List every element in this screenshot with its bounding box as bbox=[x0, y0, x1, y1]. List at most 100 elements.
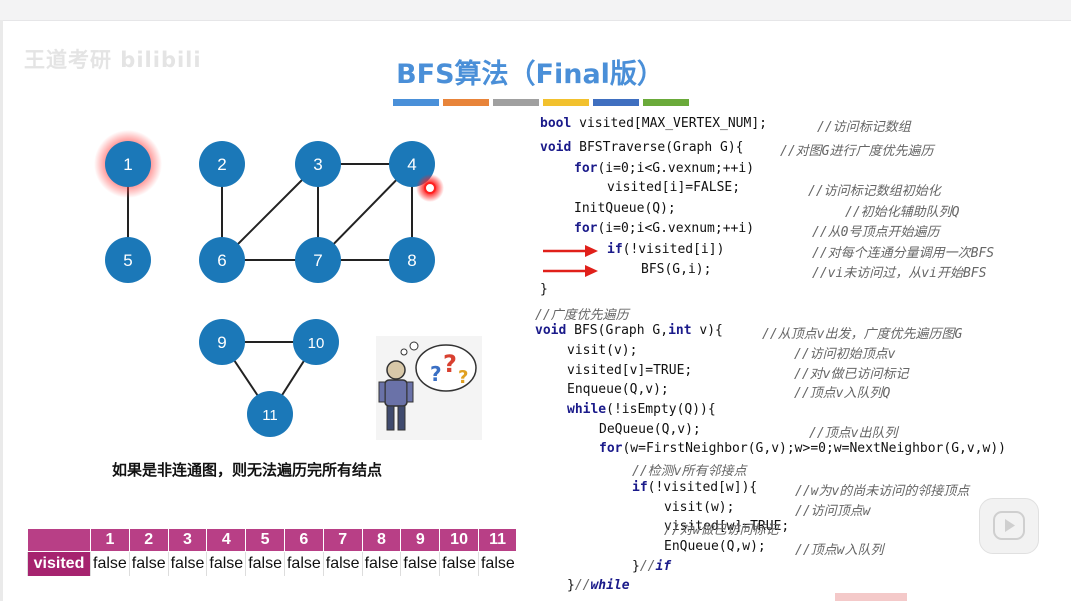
node-circle bbox=[389, 141, 435, 187]
visited-value-9: false bbox=[400, 551, 440, 576]
code-comment: //顶点w入队列 bbox=[795, 543, 884, 558]
node-label: 7 bbox=[313, 251, 322, 270]
code-comment: //vi未访问过，从vi开始BFS bbox=[812, 266, 987, 281]
visited-table-corner bbox=[27, 528, 91, 552]
visited-index-9: 9 bbox=[400, 528, 441, 552]
node-label: 3 bbox=[313, 155, 322, 174]
code-line: for(w=FirstNeighbor(G,v);w>=0;w=NextNeig… bbox=[599, 441, 1006, 456]
arrow-bfs-right-icon bbox=[585, 265, 598, 277]
graph-edges bbox=[127, 163, 413, 415]
node-9: 9 bbox=[199, 319, 245, 365]
visited-value-1: false bbox=[90, 551, 130, 576]
node-10: 10 bbox=[293, 319, 339, 365]
visited-index-5: 5 bbox=[245, 528, 285, 552]
node-circle bbox=[295, 237, 341, 283]
watermark: 王道考研 bilibili bbox=[24, 48, 202, 72]
code-line: BFS(G,i); bbox=[641, 262, 712, 277]
code-comment: //顶点v入队列Q bbox=[794, 386, 891, 401]
cursor-red-dot bbox=[424, 182, 436, 194]
question-mark-yellow-icon: ? bbox=[458, 367, 468, 388]
visited-index-4: 4 bbox=[206, 528, 247, 552]
code-line: if(!visited[i]) bbox=[607, 242, 725, 257]
code-line: }//if bbox=[632, 559, 672, 574]
node-circle bbox=[105, 237, 151, 283]
visited-index-3: 3 bbox=[167, 528, 208, 552]
node-label: 9 bbox=[217, 333, 226, 352]
code-line: for(i=0;i<G.vexnum;++i) bbox=[574, 221, 755, 236]
code-comment: //对v做已访问标记 bbox=[794, 367, 909, 382]
node-label: 10 bbox=[308, 335, 325, 352]
node-11: 11 bbox=[247, 391, 293, 437]
title-color-stripes bbox=[393, 99, 689, 106]
visited-index-7: 7 bbox=[322, 528, 363, 552]
node-label: 2 bbox=[217, 155, 226, 174]
caption-text: 如果是非连通图，则无法遍历完所有结点 bbox=[112, 461, 383, 479]
visited-value-10: false bbox=[439, 551, 479, 576]
slide-title: BFS算法（Final版） bbox=[396, 59, 664, 90]
code-line: void BFSTraverse(Graph G){ bbox=[540, 140, 744, 155]
person-left-arm bbox=[378, 381, 386, 403]
code-line: bool visited[MAX_VERTEX_NUM]; bbox=[540, 116, 767, 131]
node-label: 4 bbox=[407, 155, 416, 174]
node-circle bbox=[247, 391, 293, 437]
visited-value-5: false bbox=[245, 551, 285, 576]
visited-index-1: 1 bbox=[90, 528, 130, 552]
code-comment: //对w做已访问标记 bbox=[664, 523, 779, 538]
node-circle bbox=[199, 141, 245, 187]
code-line: //广度优先遍历 bbox=[535, 308, 629, 323]
node-circle bbox=[293, 319, 339, 365]
code-line: DeQueue(Q,v); bbox=[599, 422, 701, 437]
visited-value-7: false bbox=[322, 551, 363, 576]
window-top-bar bbox=[0, 0, 1071, 21]
code-comment: //从顶点v出发，广度优先遍历图G bbox=[762, 327, 963, 342]
node-8: 8 bbox=[389, 237, 435, 283]
code-line: if(!visited[w]){ bbox=[632, 480, 758, 495]
visited-row-label: visited bbox=[27, 551, 91, 576]
video-play-button[interactable] bbox=[979, 498, 1039, 554]
code-line: visited[i]=FALSE; bbox=[607, 180, 741, 195]
code-comment: //w为v的尚未访问的邻接顶点 bbox=[795, 484, 970, 499]
left-edge bbox=[0, 20, 3, 601]
code-comment: //访问初始顶点v bbox=[794, 347, 896, 362]
node-label: 5 bbox=[123, 251, 132, 270]
node-label: 6 bbox=[217, 251, 226, 270]
stripe-blue bbox=[393, 99, 439, 106]
play-icon bbox=[993, 511, 1025, 540]
code-comment: //访问顶点w bbox=[795, 504, 871, 519]
node-label: 1 bbox=[123, 155, 132, 174]
code-line: EnQueue(Q,w); bbox=[664, 539, 766, 554]
visited-value-2: false bbox=[128, 551, 169, 576]
stripe-darkblue bbox=[593, 99, 639, 106]
code-comment: //访问标记数组初始化 bbox=[808, 184, 941, 199]
code-comment: //访问标记数组 bbox=[817, 120, 911, 135]
code-line: visit(v); bbox=[567, 343, 638, 358]
stripe-orange bbox=[443, 99, 489, 106]
visited-value-6: false bbox=[283, 551, 324, 576]
stripe-yellow bbox=[543, 99, 589, 106]
code-line: void BFS(Graph G,int v){ bbox=[535, 323, 723, 338]
stripe-green bbox=[643, 99, 689, 106]
node-7: 7 bbox=[295, 237, 341, 283]
node-circle bbox=[295, 141, 341, 187]
code-line: visit(w); bbox=[664, 500, 735, 515]
visited-index-10: 10 bbox=[439, 528, 479, 552]
visited-value-4: false bbox=[206, 551, 246, 576]
node-circle bbox=[389, 237, 435, 283]
code-line: visited[v]=TRUE; bbox=[567, 363, 693, 378]
person-right-leg bbox=[397, 405, 406, 431]
code-line: for(i=0;i<G.vexnum;++i) bbox=[574, 161, 755, 176]
code-comment: //对图G进行广度优先遍历 bbox=[780, 144, 934, 159]
node-1: 1 bbox=[105, 141, 151, 187]
node-label: 8 bbox=[407, 251, 416, 270]
code-line: //检测v所有邻接点 bbox=[632, 464, 747, 479]
graph-nodes: 1 2 3 4 5 6 7 8 9 10 11 bbox=[105, 141, 435, 437]
node-label: 11 bbox=[262, 407, 278, 424]
code-line: Enqueue(Q,v); bbox=[567, 382, 669, 397]
person-head bbox=[386, 360, 406, 380]
visited-index-8: 8 bbox=[361, 528, 402, 552]
person-body bbox=[384, 379, 408, 407]
